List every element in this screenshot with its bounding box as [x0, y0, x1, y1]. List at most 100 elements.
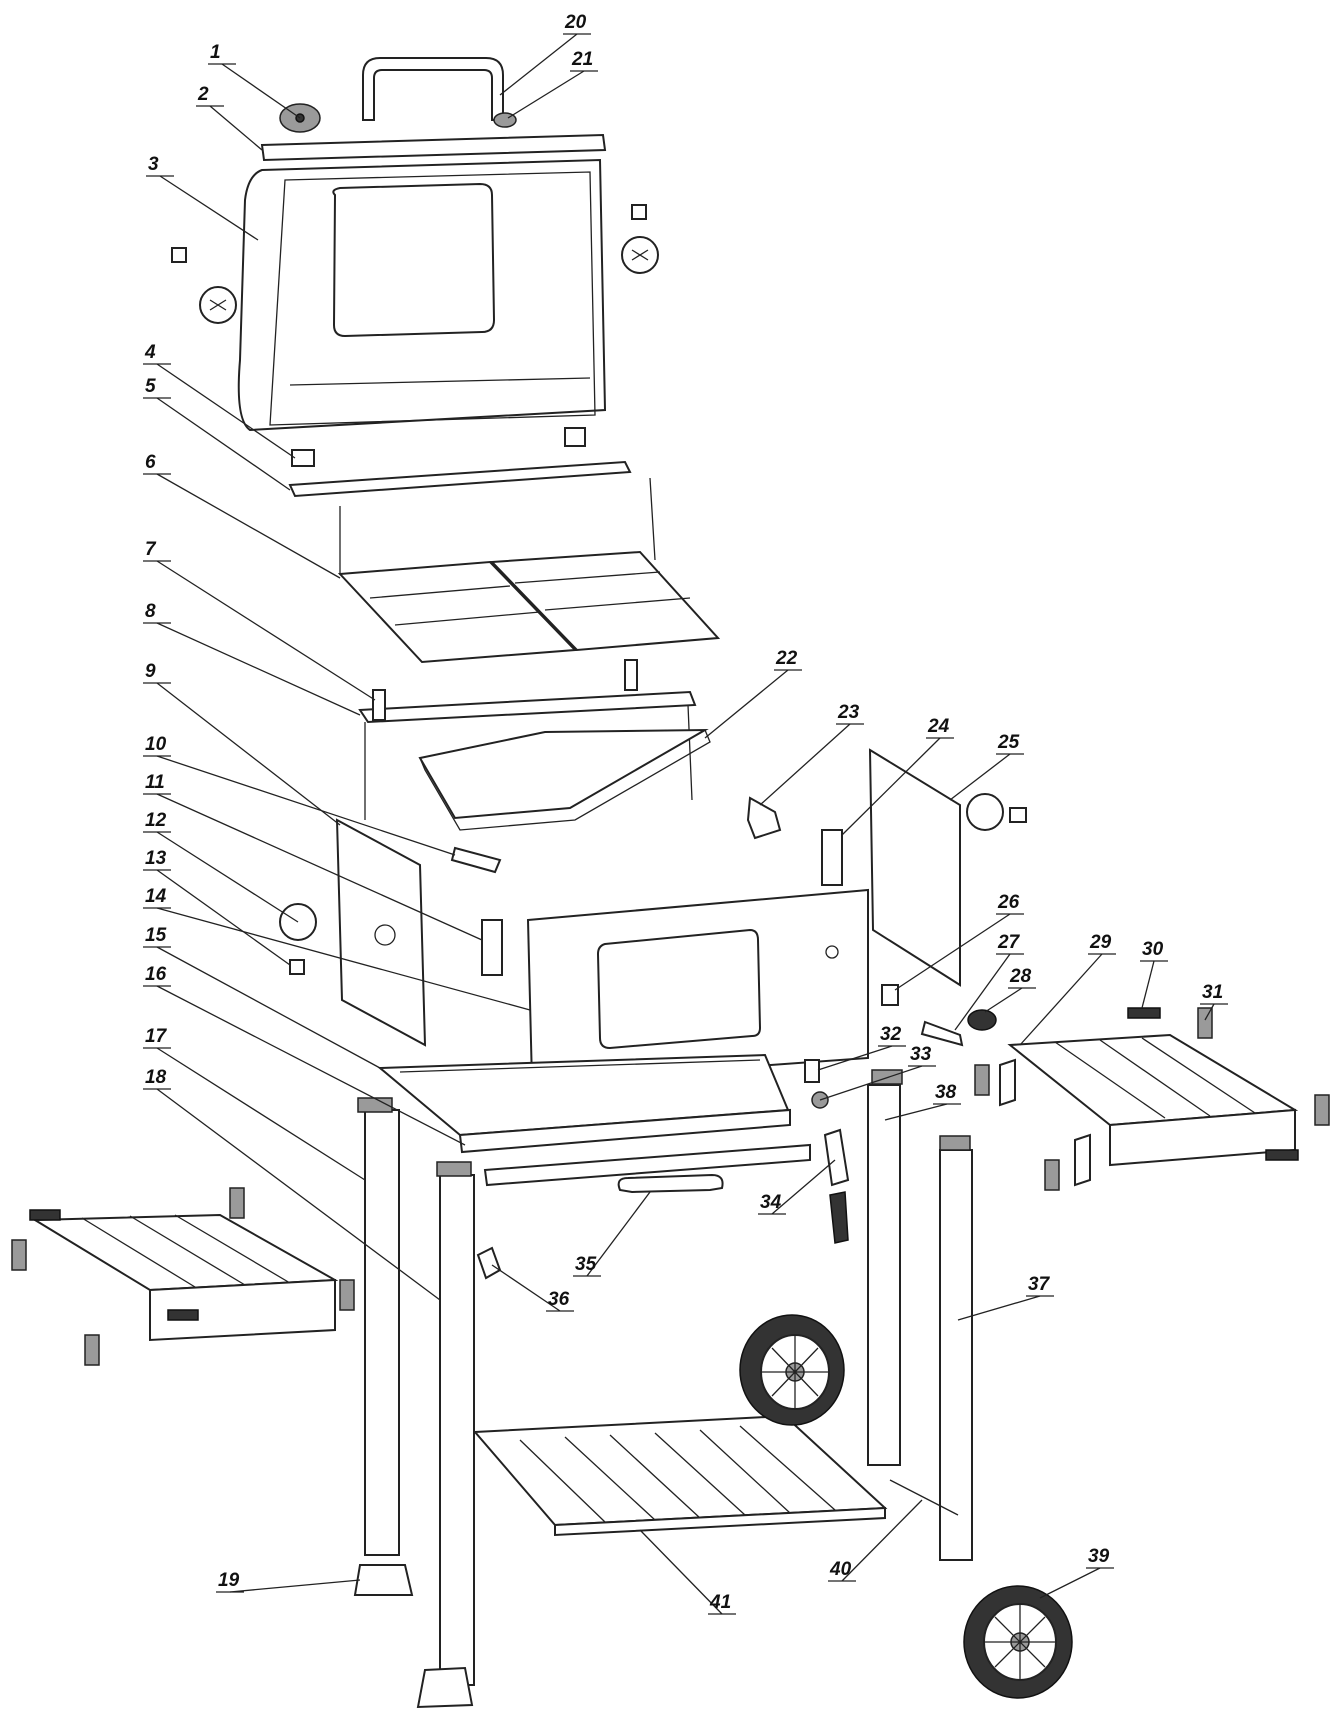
callout-30: 30 [1142, 939, 1164, 960]
callout-7: 7 [145, 539, 157, 560]
charcoal-tray [418, 728, 709, 820]
latch-lever [823, 1128, 850, 1187]
leader-line-20 [499, 33, 578, 96]
ash-pan-front [458, 1108, 791, 1154]
lower-rail [483, 1143, 811, 1187]
leader-line-10 [156, 755, 456, 856]
leader-line-8 [156, 622, 361, 716]
wheel-left [739, 1314, 845, 1426]
crank-rod [920, 1020, 964, 1047]
callout-22: 22 [775, 648, 798, 669]
firebox-right-damper [966, 793, 1004, 831]
callout-34: 34 [760, 1192, 782, 1213]
warming-rack [288, 460, 656, 575]
callout-8: 8 [145, 601, 156, 622]
callout-24: 24 [927, 716, 950, 737]
firebox-front-window [596, 928, 762, 1050]
lid-window [332, 182, 496, 338]
leader-line-5 [156, 397, 291, 491]
callout-32: 32 [880, 1024, 902, 1045]
leader-line-12 [156, 831, 299, 923]
callout-28: 28 [1009, 966, 1032, 987]
leader-line-3 [159, 175, 259, 241]
cooking-grate-right [489, 550, 721, 652]
leader-line-34 [771, 1159, 836, 1215]
callout-41: 41 [709, 1592, 731, 1613]
callout-10: 10 [145, 734, 167, 755]
leader-line-27 [954, 953, 1011, 1031]
grate-bracket-left [372, 689, 386, 721]
callout-27: 27 [997, 932, 1021, 953]
lid-handle [362, 57, 504, 121]
leader-line-26 [894, 913, 1011, 991]
leader-line-31 [1204, 1003, 1215, 1021]
leader-line-39 [1039, 1567, 1101, 1599]
tray-hanger-right [746, 796, 782, 840]
firebox-back-frame [358, 690, 697, 724]
leader-line-11 [156, 793, 483, 941]
grate-bracket-right [624, 659, 638, 691]
damper-clip [289, 959, 305, 975]
leader-line-21 [507, 70, 585, 119]
leader-line-24 [841, 737, 941, 836]
callout-15: 15 [145, 925, 167, 946]
callout-4: 4 [144, 342, 156, 363]
leader-line-41 [639, 1529, 723, 1615]
leader-line-7 [156, 560, 376, 701]
callout-17: 17 [145, 1026, 168, 1047]
leader-line-4 [156, 363, 296, 459]
leader-line-29 [1019, 953, 1103, 1046]
callout-1: 1 [210, 42, 221, 63]
lid-hinge-left [291, 449, 315, 467]
cooking-grate-left [337, 560, 578, 664]
rear-right-leg [939, 1149, 973, 1561]
cart-legs [353, 1069, 973, 1709]
front-right-leg [867, 1084, 901, 1466]
left-side-shelf [11, 1187, 355, 1366]
hinge-plate-left [481, 919, 503, 976]
leader-line-14 [156, 907, 531, 1011]
leader-lines [143, 33, 1228, 1615]
callout-2: 2 [197, 84, 209, 105]
ash-pan-handle [617, 1173, 724, 1194]
leader-line-18 [156, 1088, 441, 1301]
left-shelf-frame [31, 1213, 339, 1292]
latch-bracket [804, 1059, 820, 1083]
callout-33: 33 [910, 1044, 932, 1065]
ash-pan-clip [476, 1246, 502, 1280]
hinge-plate-right [821, 829, 843, 886]
lid-assembly [171, 57, 659, 467]
firebox-assembly [279, 659, 1027, 1084]
leader-line-23 [759, 723, 851, 806]
callout-40: 40 [829, 1559, 852, 1580]
callout-14: 14 [145, 886, 167, 907]
leader-line-25 [949, 753, 1011, 801]
firebox-left-panel [335, 818, 427, 1047]
leader-line-9 [156, 682, 341, 826]
leader-line-28 [984, 987, 1023, 1013]
firebox-right-panel [868, 748, 961, 987]
leader-line-38 [884, 1103, 948, 1121]
leader-line-22 [704, 669, 789, 739]
ash-pan-assembly [377, 1053, 850, 1280]
callout-5: 5 [145, 376, 156, 397]
wheels [739, 1314, 1073, 1699]
callout-20: 20 [564, 12, 587, 33]
callout-16: 16 [145, 964, 167, 985]
callout-29: 29 [1089, 932, 1112, 953]
leader-line-35 [586, 1191, 651, 1277]
callout-12: 12 [145, 810, 167, 831]
callout-35: 35 [575, 1254, 597, 1275]
callout-9: 9 [145, 661, 156, 682]
callout-39: 39 [1088, 1546, 1110, 1567]
bottom-shelf [472, 1414, 888, 1537]
callout-36: 36 [548, 1289, 570, 1310]
lid-top-bar [260, 133, 607, 162]
callout-numbers: 1234567891011121314151617181920212223242… [144, 12, 1223, 1613]
leg-foot-cap-rear [416, 1666, 474, 1709]
leg-foot-cap [353, 1564, 414, 1596]
wheel-axle [889, 1479, 959, 1516]
leader-line-32 [817, 1045, 893, 1071]
tray-hanger-left [450, 846, 502, 874]
